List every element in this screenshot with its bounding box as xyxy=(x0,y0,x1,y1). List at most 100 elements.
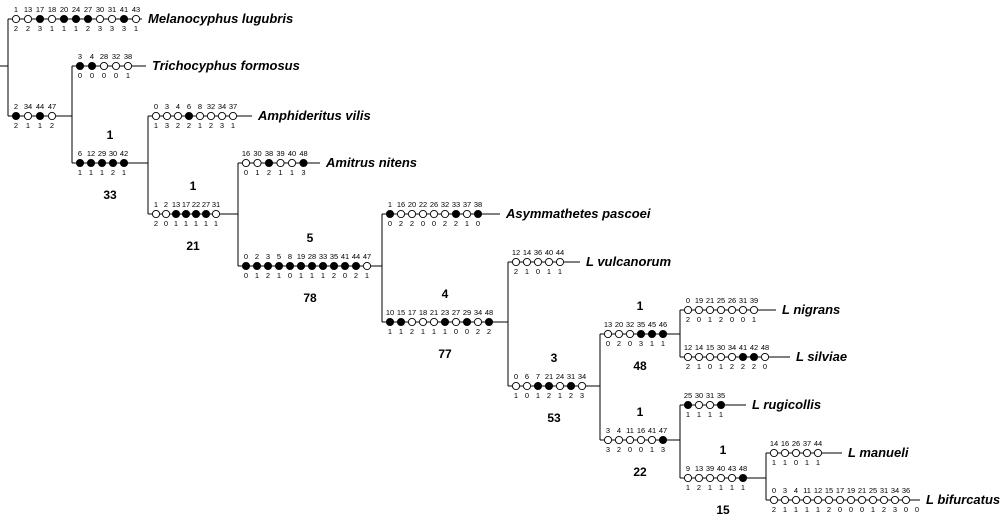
character-state: 1 xyxy=(719,362,723,371)
bootstrap-support: 78 xyxy=(303,291,317,305)
character-number: 21 xyxy=(706,296,714,305)
character-state: 0 xyxy=(794,458,798,467)
character-number: 27 xyxy=(84,5,92,14)
character-open-marker xyxy=(418,317,428,327)
character-open-marker xyxy=(738,305,748,315)
taxon-label: L rugicollis xyxy=(752,397,821,412)
character-number: 0 xyxy=(514,372,518,381)
character-number: 4 xyxy=(90,52,94,61)
character-number: 25 xyxy=(869,486,877,495)
character-state: 1 xyxy=(184,219,188,228)
character-open-marker xyxy=(683,305,693,315)
character-filled-marker xyxy=(473,209,483,219)
character-filled-marker xyxy=(71,14,81,24)
character-filled-marker xyxy=(296,261,306,271)
character-number: 14 xyxy=(695,343,703,352)
character-open-marker xyxy=(95,14,105,24)
character-state: 1 xyxy=(697,362,701,371)
character-number: 31 xyxy=(212,200,220,209)
character-number: 14 xyxy=(523,248,531,257)
character-open-marker xyxy=(577,381,587,391)
taxon-label: L silviae xyxy=(796,349,847,364)
character-number: 32 xyxy=(207,102,215,111)
character-open-marker xyxy=(555,257,565,267)
character-number: 19 xyxy=(297,252,305,261)
taxon-label: Amphideritus vilis xyxy=(257,108,371,123)
character-number: 18 xyxy=(48,5,56,14)
character-number: 8 xyxy=(198,102,202,111)
character-filled-marker xyxy=(451,209,461,219)
character-open-marker xyxy=(151,209,161,219)
character-number: 44 xyxy=(814,439,822,448)
character-number: 34 xyxy=(891,486,899,495)
character-number: 38 xyxy=(265,149,273,158)
character-open-marker xyxy=(716,473,726,483)
character-state: 3 xyxy=(661,445,665,454)
character-filled-marker xyxy=(683,400,693,410)
character-number: 43 xyxy=(132,5,140,14)
character-open-marker xyxy=(228,111,238,121)
character-number: 12 xyxy=(87,149,95,158)
character-number: 31 xyxy=(567,372,575,381)
character-number: 0 xyxy=(244,252,248,261)
character-open-marker xyxy=(462,209,472,219)
character-state: 1 xyxy=(255,271,259,280)
character-state: 0 xyxy=(904,505,908,514)
character-state: 1 xyxy=(536,391,540,400)
character-open-marker xyxy=(625,329,635,339)
character-state: 1 xyxy=(399,327,403,336)
character-open-marker xyxy=(614,329,624,339)
character-state: 0 xyxy=(343,271,347,280)
character-number: 28 xyxy=(100,52,108,61)
character-number: 16 xyxy=(242,149,250,158)
character-open-marker xyxy=(533,257,543,267)
character-number: 34 xyxy=(218,102,226,111)
character-number: 4 xyxy=(176,102,180,111)
character-state: 1 xyxy=(62,24,66,33)
character-open-marker xyxy=(440,209,450,219)
character-open-marker xyxy=(47,14,57,24)
character-number: 2 xyxy=(164,200,168,209)
character-open-marker xyxy=(791,495,801,505)
character-number: 31 xyxy=(108,5,116,14)
character-number: 13 xyxy=(172,200,180,209)
character-open-marker xyxy=(173,111,183,121)
character-state: 3 xyxy=(98,24,102,33)
character-open-marker xyxy=(241,158,251,168)
character-number: 4 xyxy=(794,486,798,495)
character-number: 42 xyxy=(750,343,758,352)
character-filled-marker xyxy=(87,61,97,71)
character-number: 17 xyxy=(182,200,190,209)
character-open-marker xyxy=(396,209,406,219)
character-open-marker xyxy=(705,352,715,362)
character-state: 1 xyxy=(650,445,654,454)
character-state: 3 xyxy=(639,339,643,348)
character-open-marker xyxy=(11,14,21,24)
character-open-marker xyxy=(705,473,715,483)
character-state: 0 xyxy=(860,505,864,514)
character-state: 0 xyxy=(525,391,529,400)
character-number: 17 xyxy=(836,486,844,495)
character-filled-marker xyxy=(75,158,85,168)
character-filled-marker xyxy=(35,14,45,24)
character-open-marker xyxy=(749,305,759,315)
taxon-label: L vulcanorum xyxy=(586,254,671,269)
character-state: 1 xyxy=(321,271,325,280)
character-state: 2 xyxy=(410,327,414,336)
character-number: 30 xyxy=(695,391,703,400)
character-state: 2 xyxy=(154,219,158,228)
character-number: 1 xyxy=(14,5,18,14)
character-state: 1 xyxy=(686,483,690,492)
character-number: 31 xyxy=(739,296,747,305)
character-number: 21 xyxy=(430,308,438,317)
character-state: 1 xyxy=(89,168,93,177)
character-number: 10 xyxy=(386,308,394,317)
character-state: 1 xyxy=(650,339,654,348)
character-open-marker xyxy=(418,209,428,219)
taxon-label: L bifurcatus xyxy=(926,492,1000,507)
character-number: 44 xyxy=(556,248,564,257)
character-filled-marker xyxy=(307,261,317,271)
character-state: 2 xyxy=(209,121,213,130)
character-open-marker xyxy=(727,305,737,315)
character-number: 47 xyxy=(48,102,56,111)
